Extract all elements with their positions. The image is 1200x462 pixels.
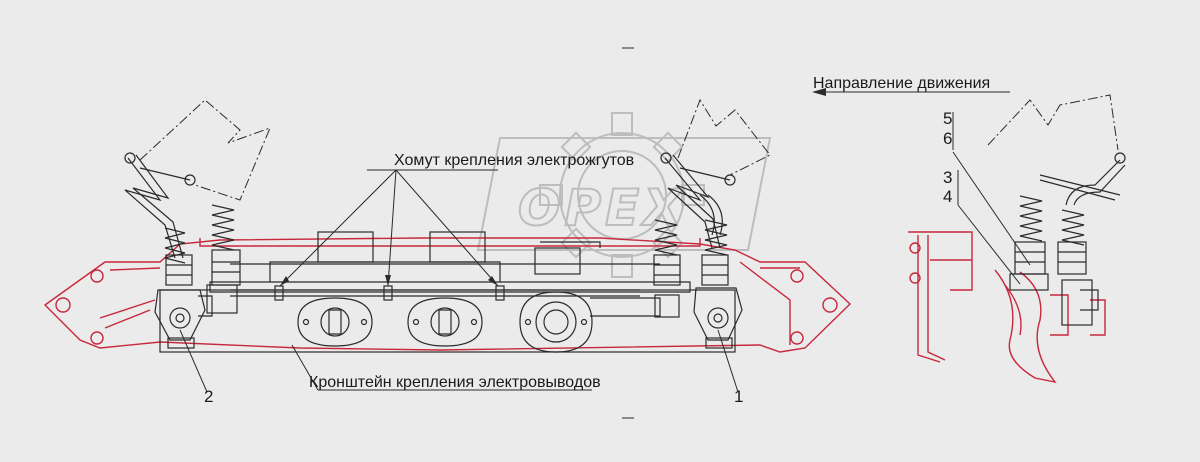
- part-number-1: 1: [734, 387, 743, 406]
- bracket-leader-line: [291, 344, 592, 391]
- bracket-label: Кронштейн крепления электровыводов: [309, 374, 601, 391]
- part-2-leader: [179, 329, 208, 393]
- socket-flange-2: [407, 297, 483, 347]
- side-leader-lines: [952, 112, 1031, 285]
- right-coupling-assembly: [653, 152, 743, 349]
- direction-label: Направление движения: [813, 75, 990, 92]
- part-number-6: 6: [943, 129, 952, 148]
- side-view-components: [1009, 152, 1126, 326]
- side-mount-bracket: [908, 231, 1106, 384]
- part-number-5: 5: [943, 109, 952, 128]
- watermark-text: OPEX: [518, 179, 686, 237]
- part-number-2: 2: [204, 387, 213, 406]
- part-number-3: 3: [943, 168, 952, 187]
- harness-tube: [230, 285, 661, 317]
- mount-plate: [43, 237, 852, 353]
- clamp-arrowheads: [280, 275, 498, 286]
- watermark-logo: OPEX: [476, 112, 772, 278]
- socket-flange-3: [519, 291, 593, 353]
- phantom-hoses: [139, 94, 1119, 201]
- direction-arrow: [812, 88, 1010, 96]
- clamp-label: Хомут крепления электрожгутов: [394, 152, 634, 169]
- clamp-leader-lines: [279, 169, 499, 287]
- left-coupling-assembly: [124, 152, 241, 349]
- part-1-leader: [717, 329, 739, 393]
- watermark-badge: [476, 137, 772, 251]
- socket-flange-1: [297, 297, 373, 347]
- part-number-4: 4: [943, 187, 952, 206]
